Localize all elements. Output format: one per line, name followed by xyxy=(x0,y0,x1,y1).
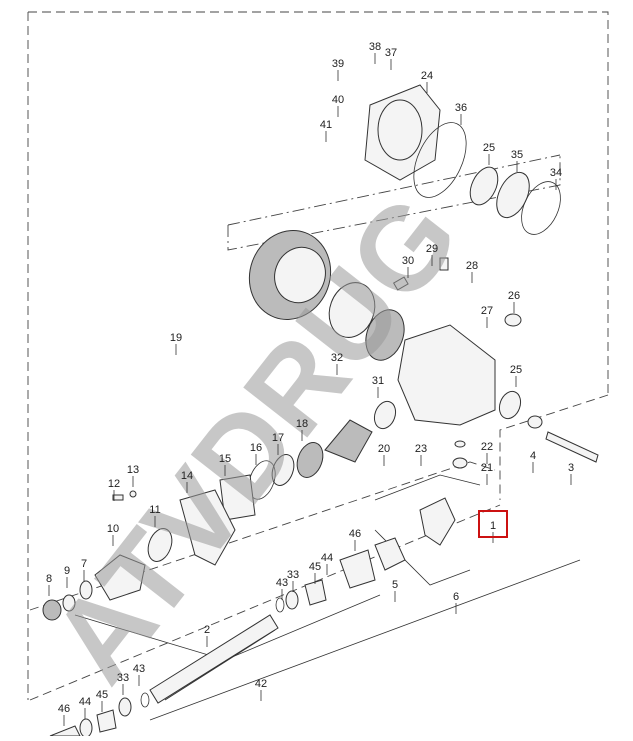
shaft-42 xyxy=(164,629,276,701)
parts xyxy=(42,84,599,738)
callout-32: 32 xyxy=(331,352,343,364)
callout-22: 22 xyxy=(481,441,493,453)
callout-10: 10 xyxy=(107,523,119,535)
callout-36: 36 xyxy=(455,102,467,114)
callout-35: 35 xyxy=(511,149,523,161)
callout-20: 20 xyxy=(378,443,390,455)
callout-25: 25 xyxy=(483,142,495,154)
callout-7: 7 xyxy=(81,558,87,570)
callout-26: 26 xyxy=(508,290,520,302)
callout-14: 14 xyxy=(181,470,193,482)
yoke-5 xyxy=(374,537,406,571)
callout-43: 43 xyxy=(276,577,288,589)
callout-37: 37 xyxy=(385,47,397,59)
callout-21: 21 xyxy=(481,462,493,474)
callout-23: 23 xyxy=(415,443,427,455)
callout-5: 5 xyxy=(392,579,398,591)
callout-11: 11 xyxy=(149,504,160,516)
callout-4: 4 xyxy=(530,450,536,462)
callout-29: 29 xyxy=(426,243,438,255)
callout-1: 1 xyxy=(490,520,496,532)
callout-46: 46 xyxy=(58,703,70,715)
boot-46 xyxy=(339,549,376,589)
callout-33: 33 xyxy=(287,569,299,581)
housing-23 xyxy=(397,324,496,426)
housing-14 xyxy=(179,489,236,566)
yoke-10 xyxy=(94,554,146,601)
callout-34: 34 xyxy=(550,167,562,179)
callout-8: 8 xyxy=(46,573,52,585)
callout-27: 27 xyxy=(481,305,493,317)
callout-45: 45 xyxy=(309,561,321,573)
callout-25: 25 xyxy=(510,364,522,376)
callout-41: 41 xyxy=(320,119,332,131)
callout-16: 16 xyxy=(250,442,262,454)
callout-12: 12 xyxy=(108,478,120,490)
pinion-18 xyxy=(324,419,373,463)
callout-17: 17 xyxy=(272,432,284,444)
callout-6: 6 xyxy=(453,591,459,603)
callout-18: 18 xyxy=(296,418,308,430)
callout-46: 46 xyxy=(349,528,361,540)
callout-33: 33 xyxy=(117,672,129,684)
callout-31: 31 xyxy=(372,375,384,387)
callout-44: 44 xyxy=(321,552,333,564)
callout-43: 43 xyxy=(133,663,145,675)
callout-19: 19 xyxy=(170,332,182,344)
oring-36 xyxy=(413,122,467,198)
callout-15: 15 xyxy=(219,453,231,465)
ujoint-6 xyxy=(419,497,456,546)
shaft-2 xyxy=(149,614,279,704)
callout-3: 3 xyxy=(568,462,574,474)
callout-13: 13 xyxy=(127,464,139,476)
callout-24: 24 xyxy=(421,70,433,82)
highlight-box xyxy=(478,510,508,538)
callout-39: 39 xyxy=(332,58,344,70)
callout-28: 28 xyxy=(466,260,478,272)
callout-42: 42 xyxy=(255,678,267,690)
callout-40: 40 xyxy=(332,94,344,106)
callout-38: 38 xyxy=(369,41,381,53)
callout-44: 44 xyxy=(79,696,91,708)
callout-9: 9 xyxy=(64,565,70,577)
callout-30: 30 xyxy=(402,255,414,267)
callout-45: 45 xyxy=(96,689,108,701)
callout-2: 2 xyxy=(204,624,210,636)
